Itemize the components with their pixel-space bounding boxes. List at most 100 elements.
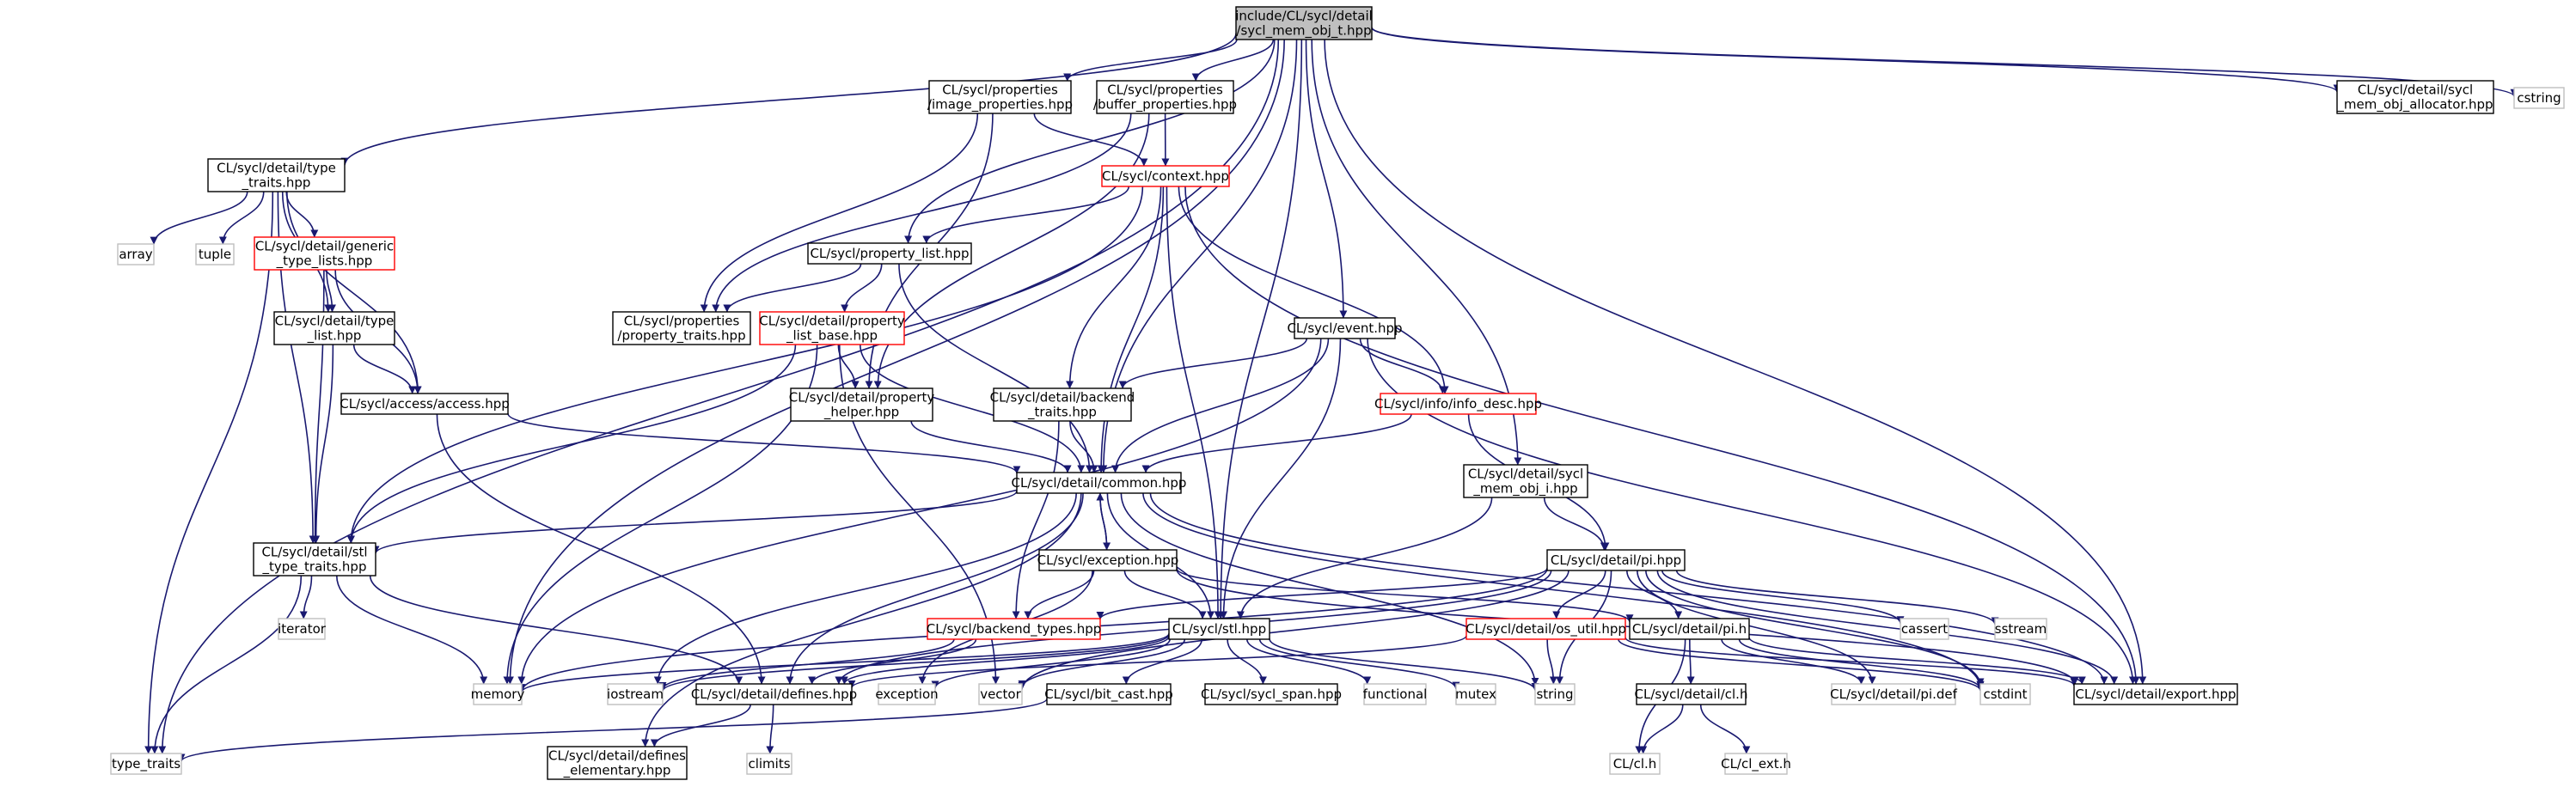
node-bit-cast[interactable]: CL/sycl/bit_cast.hpp	[1044, 683, 1173, 705]
node-box	[695, 683, 853, 705]
node-vector[interactable]: vector	[978, 683, 1023, 705]
node-label: cstdint	[1983, 686, 2027, 702]
node-root[interactable]: include/CL/sycl/detail/sycl_mem_obj_t.hp…	[1235, 6, 1373, 40]
node-tuple[interactable]: tuple	[195, 243, 235, 265]
node-label: CL/cl.h	[1613, 756, 1657, 772]
node-mem-obj-i[interactable]: CL/sycl/detail/sycl_mem_obj_i.hpp	[1463, 464, 1588, 498]
node-backend-traits[interactable]: CL/sycl/detail/backend_traits.hpp	[990, 387, 1135, 422]
node-cl-h-hdr[interactable]: CL/sycl/detail/cl.h	[1635, 683, 1748, 705]
node-label: CL/sycl/detail/type	[275, 314, 395, 329]
node-common[interactable]: CL/sycl/detail/common.hpp	[1012, 472, 1187, 494]
node-label: functional	[1363, 686, 1428, 702]
node-climits[interactable]: climits	[746, 753, 792, 775]
edge-common-to-cstdint	[1142, 492, 1985, 689]
node-plb[interactable]: CL/sycl/detail/property_list_base.hpp	[759, 311, 905, 345]
edge-stl_tt-to-memory	[335, 575, 488, 685]
node-label: CL/sycl/detail/generic	[255, 239, 394, 254]
node-box	[1016, 472, 1182, 494]
node-array[interactable]: array	[117, 243, 155, 265]
node-label: CL/sycl/detail/cl.h	[1635, 686, 1748, 702]
node-event[interactable]: CL/sycl/event.hpp	[1287, 317, 1403, 339]
edge-type_traits_h-to-array	[150, 191, 248, 245]
node-box	[927, 618, 1101, 640]
node-label: CL/cl_ext.h	[1721, 756, 1791, 772]
edge-defines-to-defines_el	[650, 704, 751, 747]
node-buffer-props[interactable]: CL/sycl/properties/buffer_properties.hpp	[1093, 80, 1237, 114]
edge-cl_h_hdr-to-cl_h	[1639, 704, 1684, 754]
edge-os_util-to-cstdint	[1618, 638, 1985, 692]
node-mutex[interactable]: mutex	[1455, 683, 1496, 705]
edge-generic-to-stl_tt	[311, 269, 325, 544]
node-context[interactable]: CL/sycl/context.hpp	[1101, 165, 1230, 187]
edge-property_list-to-common	[898, 263, 1094, 473]
edge-root-to-mem_obj_i	[1311, 39, 1522, 466]
edge-backend_types-to-defines	[808, 638, 977, 685]
node-box	[473, 683, 523, 705]
node-os-util[interactable]: CL/sycl/detail/os_util.hpp	[1465, 618, 1626, 640]
edge-access-to-common	[507, 413, 1021, 474]
node-functional[interactable]: functional	[1363, 683, 1428, 705]
node-label: string	[1536, 686, 1573, 702]
node-box	[117, 243, 155, 265]
node-pi-h[interactable]: CL/sycl/detail/pi.h	[1629, 618, 1750, 640]
node-iostream[interactable]: iostream	[607, 683, 664, 705]
node-property-list[interactable]: CL/sycl/property_list.hpp	[807, 242, 972, 265]
node-label: CL/sycl/property_list.hpp	[810, 246, 969, 262]
node-box	[1629, 618, 1750, 640]
edge-image_props-to-prop_traits	[700, 113, 979, 313]
node-pi[interactable]: CL/sycl/detail/pi.hpp	[1546, 549, 1686, 571]
edge-plb-to-common	[859, 344, 1086, 473]
node-box	[1101, 165, 1230, 187]
edge-pi-to-cstdint	[1645, 570, 1985, 686]
node-pi-def[interactable]: CL/sycl/detail/pi.def	[1830, 683, 1958, 705]
node-generic[interactable]: CL/sycl/detail/generic_type_lists.hpp	[254, 236, 395, 271]
node-stl-tt[interactable]: CL/sycl/detail/stl_type_traits.hpp	[253, 542, 376, 577]
node-exception-h[interactable]: CL/sycl/exception.hpp	[1037, 549, 1179, 571]
node-backend-types[interactable]: CL/sycl/backend_types.hpp	[927, 618, 1102, 640]
node-iterator[interactable]: iterator	[278, 618, 327, 640]
node-exception[interactable]: exception	[875, 683, 939, 705]
node-alloc[interactable]: CL/sycl/detail/sycl_mem_obj_allocator.hp…	[2336, 80, 2494, 114]
node-label: vector	[980, 686, 1021, 702]
node-defines[interactable]: CL/sycl/detail/defines.hpp	[691, 683, 857, 705]
node-info-desc[interactable]: CL/sycl/info/info_desc.hpp	[1374, 393, 1542, 415]
edge-root-to-stl	[1216, 39, 1303, 619]
node-stl[interactable]: CL/sycl/stl.hpp	[1168, 618, 1270, 640]
edge-pi_h-to-cl_h_hdr	[1686, 638, 1695, 685]
node-label: _type_lists.hpp	[276, 253, 373, 270]
node-label: /image_properties.hpp	[927, 97, 1073, 113]
edge-event-to-info_desc	[1359, 338, 1447, 394]
node-span[interactable]: CL/sycl/sycl_span.hpp	[1201, 683, 1342, 705]
node-sstream[interactable]: sstream	[1994, 618, 2047, 640]
node-prop-helper[interactable]: CL/sycl/detail/property_helper.hpp	[789, 387, 935, 422]
node-memory[interactable]: memory	[471, 683, 525, 705]
edge-root-to-image_props	[1063, 39, 1238, 82]
node-cstdint[interactable]: cstdint	[1979, 683, 2031, 705]
node-string[interactable]: string	[1534, 683, 1576, 705]
node-layer: include/CL/sycl/detail/sycl_mem_obj_t.hp…	[110, 6, 2565, 780]
node-cl-ext[interactable]: CL/cl_ext.h	[1721, 753, 1791, 775]
node-type-traits-h[interactable]: CL/sycl/detail/type_traits.hpp	[207, 158, 346, 192]
edge-buffer_props-to-prop_traits	[712, 113, 1132, 313]
node-cl-h[interactable]: CL/cl.h	[1609, 753, 1661, 775]
edge-cl_h_hdr-to-cl_ext	[1699, 704, 1751, 754]
edge-access-to-defines	[436, 413, 766, 685]
node-label: CL/sycl/properties	[942, 82, 1058, 98]
node-image-props[interactable]: CL/sycl/properties/image_properties.hpp	[927, 80, 1073, 114]
node-label: _list_base.hpp	[786, 328, 878, 345]
node-access[interactable]: CL/sycl/access/access.hpp	[340, 393, 510, 415]
node-label: iterator	[278, 621, 327, 637]
node-label: _mem_obj_allocator.hpp	[2336, 97, 2493, 113]
node-cassert[interactable]: cassert	[1900, 618, 1949, 640]
node-label: CL/sycl/context.hpp	[1102, 168, 1229, 184]
node-export[interactable]: CL/sycl/detail/export.hpp	[2073, 683, 2238, 705]
node-label: type_traits	[112, 756, 181, 772]
node-type-traits[interactable]: type_traits	[110, 753, 182, 775]
node-cstring[interactable]: cstring	[2513, 87, 2565, 109]
node-prop-traits[interactable]: CL/sycl/properties/property_traits.hpp	[612, 311, 751, 345]
node-label: CL/sycl/detail/pi.hpp	[1551, 552, 1681, 568]
node-defines-el[interactable]: CL/sycl/detail/defines_elementary.hpp	[547, 746, 688, 780]
node-type-list[interactable]: CL/sycl/detail/type_list.hpp	[273, 311, 395, 345]
edge-image_props-to-context	[1033, 113, 1148, 167]
node-label: /property_traits.hpp	[617, 328, 745, 345]
